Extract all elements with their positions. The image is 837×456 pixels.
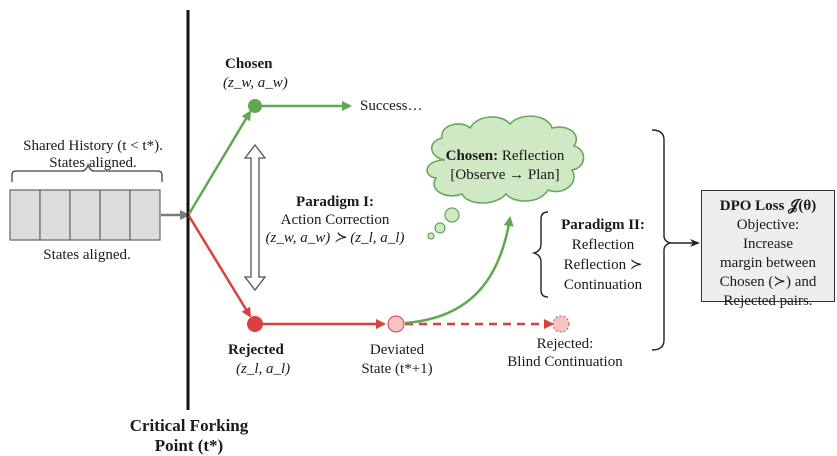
cloud-title-rest: Reflection: [498, 148, 565, 164]
paradigm1-line1: Action Correction: [280, 212, 390, 228]
blind-node: [552, 315, 570, 333]
blind-line1: Rejected:: [536, 336, 594, 352]
chosen-title: Chosen: [225, 56, 273, 72]
chosen-pair: (z_w, a_w): [223, 75, 288, 91]
paradigm2-line3: Continuation: [563, 277, 643, 293]
fork-label-line2: Point (t*): [154, 436, 224, 455]
dpo-line5: Rejected pairs.: [723, 293, 813, 309]
rejected-pair: (z_l, a_l): [236, 361, 291, 377]
reflection-arrow: [404, 216, 514, 325]
dpo-loss-box: DPO Loss 𝒥(θ) Objective: Increase margin…: [701, 190, 835, 309]
history-title: Shared History (t < t*).: [0, 137, 186, 156]
chosen-branch-arrow: [187, 110, 252, 215]
paradigm2-brace: [531, 211, 549, 298]
paradigm1-relation: (z_w, a_w) ≻ (z_l, a_l): [265, 230, 405, 246]
dpo-line3: margin between: [720, 255, 816, 271]
paradigm1-double-arrow: [243, 143, 267, 292]
dpo-title: DPO Loss 𝒥(θ): [719, 198, 817, 214]
dpo-line1: Objective:: [736, 217, 800, 233]
history-brace: [11, 162, 163, 182]
history-bottom-label: States aligned.: [43, 247, 131, 263]
deviated-line1: Deviated: [369, 342, 425, 358]
chosen-node: [248, 99, 262, 113]
history-cells: [9, 189, 161, 241]
blind-line2: Blind Continuation: [507, 354, 623, 370]
cloud-line1: Chosen: Reflection: [430, 147, 580, 166]
reflection-cloud: [426, 115, 585, 240]
cloud-line2: [Observe → Plan]: [450, 167, 560, 183]
paradigm2-title: Paradigm II:: [561, 217, 645, 233]
paradigm1-title: Paradigm I:: [296, 194, 374, 210]
history-title-text: Shared History (t < t*).: [23, 138, 163, 154]
history-subtitle: States aligned.: [49, 155, 137, 171]
success-label: Success…: [360, 98, 423, 114]
dpo-line4: Chosen (≻) and: [719, 274, 817, 290]
deviated-line2: State (t*+1): [361, 361, 433, 377]
cloud-title: Chosen:: [445, 148, 499, 164]
paradigm2-line1: Reflection: [571, 237, 635, 253]
paradigm2-line2: Reflection ≻: [563, 257, 643, 273]
deviated-node: [387, 315, 405, 333]
rejected-node: [247, 316, 263, 332]
rejected-branch-arrow: [187, 215, 252, 318]
fork-label-line1: Critical Forking: [129, 416, 249, 435]
rejected-title: Rejected: [228, 342, 284, 358]
dpo-line2: Increase: [743, 236, 793, 252]
